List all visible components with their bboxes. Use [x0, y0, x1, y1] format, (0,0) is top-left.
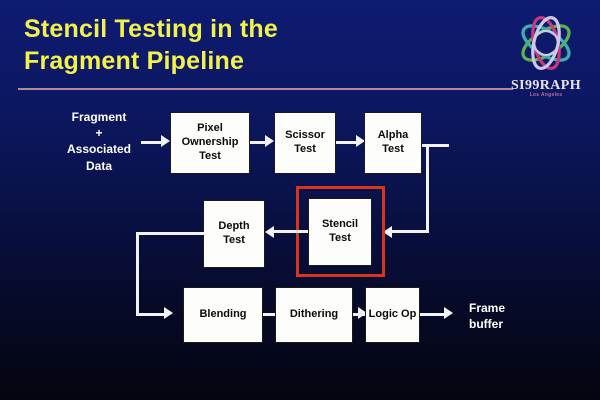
node-blending[interactable]: Blending: [183, 287, 263, 343]
connector-alpha-right: [422, 144, 449, 147]
page-title: Stencil Testing in the Fragment Pipeline: [24, 15, 278, 75]
logo-sublabel: Los Angeles: [529, 92, 563, 98]
node-dithering[interactable]: Dithering: [275, 287, 353, 343]
connector-alpha-down: [426, 144, 429, 233]
node-alpha-test[interactable]: Alpha Test: [364, 112, 422, 174]
arrowhead-dithering-to-logicop: [358, 307, 367, 319]
node-logic-op[interactable]: Logic Op: [365, 287, 420, 343]
arrowhead-pixel-to-scissor: [265, 135, 274, 147]
arrowhead-alpha-to-stencil: [383, 226, 392, 238]
connector-input-to-pixel: [141, 141, 163, 144]
siggraph-logo: SI99RAPH Los Angeles: [498, 8, 594, 100]
connector-blending-to-dithering: [263, 313, 280, 316]
arrowhead-input-to-pixel: [161, 135, 170, 147]
node-stencil-test[interactable]: Stencil Test: [308, 198, 372, 266]
logo-wordmark: SI99RAPH: [510, 78, 582, 93]
input-label: Fragment + Associated Data: [66, 110, 132, 173]
node-scissor-test[interactable]: Scissor Test: [274, 112, 336, 174]
connector-alpha-to-stencil: [392, 230, 429, 233]
connector-depth-down: [136, 232, 139, 316]
title-divider: [18, 88, 513, 90]
node-pixel-ownership-test[interactable]: Pixel Ownership Test: [170, 112, 250, 174]
arrowhead-depth-to-blending: [164, 307, 173, 319]
output-label: Frame buffer: [469, 301, 506, 332]
connector-logicop-to-framebuffer: [420, 313, 448, 316]
arrowhead-stencil-to-depth: [265, 226, 274, 238]
arrowhead-scissor-to-alpha: [356, 135, 365, 147]
connector-depth-left: [136, 232, 204, 235]
node-depth-test[interactable]: Depth Test: [203, 200, 265, 268]
connector-pixel-to-scissor: [250, 141, 267, 144]
connector-stencil-to-depth: [274, 230, 308, 233]
connector-scissor-to-alpha: [336, 141, 358, 144]
siggraph-swirl-icon: [521, 16, 571, 70]
connector-depth-to-blending: [136, 313, 166, 316]
arrowhead-logicop-to-framebuffer: [444, 307, 453, 319]
